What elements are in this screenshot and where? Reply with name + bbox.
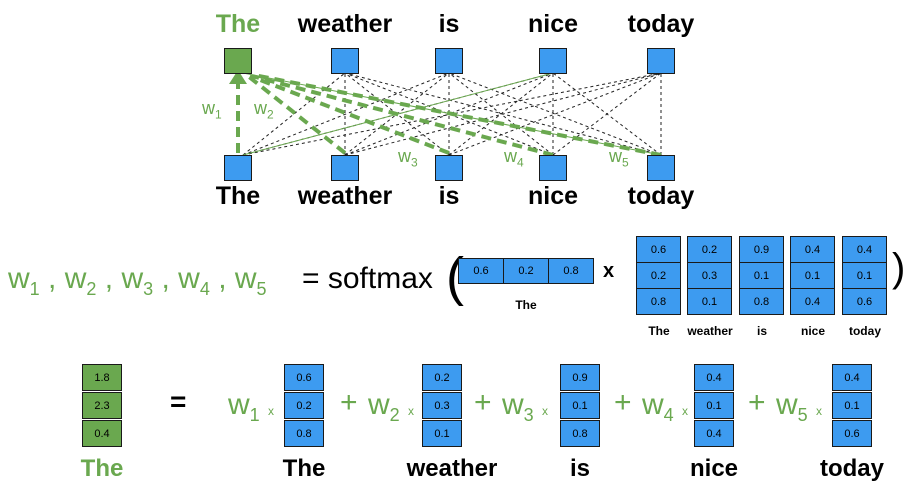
weight-label-2: w2 [254,98,274,122]
key-cell: 0.1 [842,262,887,289]
key-cell: 0.4 [790,236,835,263]
weight-label-5: w5 [609,146,629,170]
top-node-weather [331,48,359,74]
key-cell: 0.1 [739,262,784,289]
top-node-is [435,48,463,74]
term-cell: 0.1 [694,392,734,419]
result-cell: 2.3 [82,392,122,419]
key-cell: 0.8 [739,288,784,315]
network-edges [229,70,662,157]
top-node-the [224,48,252,74]
plus-sign: + [474,386,492,419]
key-cell: 0.4 [790,288,835,315]
bottom-node-today [647,155,675,181]
small-times: x [408,404,414,418]
term-cell: 0.1 [422,420,462,447]
small-times: x [816,404,822,418]
small-times: x [542,404,548,418]
term-label: is [569,455,590,482]
bottom-node-nice [539,155,567,181]
term-cell: 0.4 [694,420,734,447]
plus-sign: + [748,386,766,419]
key-label: The [648,324,670,338]
term-cell: 0.6 [832,420,872,447]
bottom-word: weather [297,182,393,210]
weight-label-3: w3 [398,146,418,170]
top-word: today [627,10,695,38]
plus-sign: + [614,386,632,419]
term-label: today [819,455,884,482]
bottom-word: The [215,182,261,210]
term-cell: 0.8 [560,420,600,447]
weight-label-4: w4 [504,146,524,170]
weight-term: w2 [368,388,400,425]
key-cell: 0.8 [636,288,681,315]
term-cell: 0.9 [560,364,600,391]
top-word: is [438,10,460,38]
query-label: The [515,298,537,312]
result-cell: 0.4 [82,420,122,447]
term-cell: 0.6 [284,364,324,391]
term-cell: 0.2 [422,364,462,391]
equals-sign: = [170,386,187,417]
close-paren: ) [892,246,906,290]
bottom-word: nice [527,182,579,210]
query-cell: 0.2 [503,258,549,284]
key-label: weather [687,324,733,338]
query-cell: 0.6 [458,258,504,284]
key-label: today [848,324,881,338]
arrowhead [229,70,247,84]
term-cell: 0.2 [284,392,324,419]
term-cell: 0.8 [284,420,324,447]
small-times: x [682,404,688,418]
result-label: The [80,455,124,482]
bottom-node-weather [331,155,359,181]
term-cell: 0.4 [832,364,872,391]
result-cell: 1.8 [82,364,122,391]
term-label: nice [689,455,739,482]
key-cell: 0.6 [636,236,681,263]
small-times: x [268,404,274,418]
top-node-nice [539,48,567,74]
query-cell: 0.8 [548,258,594,284]
weight-term: w4 [642,388,674,425]
times-sign: x [603,260,615,282]
term-label: The [282,455,326,482]
key-label: is [756,324,767,338]
key-cell: 0.1 [790,262,835,289]
term-label: weather [406,455,498,482]
key-label: nice [800,324,825,338]
key-cell: 0.6 [842,288,887,315]
weight-term: w5 [776,388,808,425]
term-cell: 0.4 [694,364,734,391]
term-cell: 0.1 [832,392,872,419]
bottom-word: is [438,182,460,210]
weights-list: w1 , w2 , w3 , w4 , w5 [8,262,267,299]
top-word: weather [297,10,393,38]
plus-sign: + [340,386,358,419]
weight-label-1: w1 [202,98,222,122]
key-cell: 0.4 [842,236,887,263]
top-word: nice [527,10,579,38]
bottom-node-is [435,155,463,181]
term-cell: 0.1 [560,392,600,419]
key-cell: 0.2 [636,262,681,289]
key-cell: 0.9 [739,236,784,263]
weight-term: w3 [502,388,534,425]
weight-edges [236,73,662,157]
top-word: The [215,10,261,38]
key-cell: 0.3 [687,262,732,289]
weight-term: w1 [228,388,260,425]
bottom-word: today [627,182,695,210]
key-cell: 0.2 [687,236,732,263]
equals-softmax: = softmax [302,262,433,295]
key-cell: 0.1 [687,288,732,315]
bottom-node-the [224,155,252,181]
top-node-today [647,48,675,74]
term-cell: 0.3 [422,392,462,419]
